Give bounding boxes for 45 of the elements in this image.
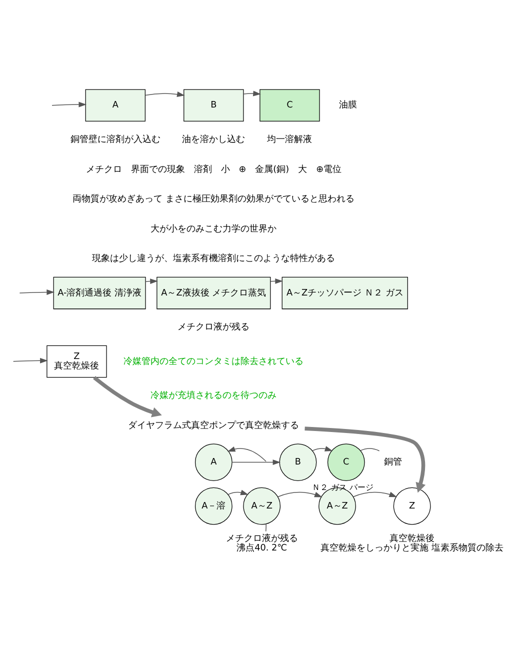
node-box: A～Z液抜後 メチクロ蒸気: [156, 276, 271, 310]
node-label: 真空乾燥をしっかりと実施 塩素系物質の除去: [320, 544, 504, 554]
node-label: 油を溶かし込む: [182, 134, 246, 145]
arrow: [145, 278, 158, 284]
node-box: Z 真空乾燥後: [46, 345, 107, 378]
node-box: A～Zチッソパージ Ｎ２ ガス: [282, 276, 408, 310]
node-circle: A－溶: [194, 487, 232, 525]
arrow: [144, 92, 185, 97]
node-label: メチクロ液が残る: [178, 322, 250, 333]
arrow: [278, 492, 322, 498]
node-text: 銅管: [384, 458, 402, 468]
arrow: [352, 492, 398, 498]
label: 両物質が攻めぎあって まさに極圧効果剤の効果がでていると思われる: [72, 194, 355, 205]
node-box: B: [184, 89, 244, 122]
arrow: [304, 426, 426, 493]
connector: [265, 524, 266, 532]
node-box: C: [260, 89, 320, 122]
arrow: [12, 358, 48, 364]
node-circle: C: [327, 444, 365, 481]
arrow: [243, 90, 262, 96]
node-circle: Z: [393, 487, 431, 525]
label: 大が小をのみこむ力学の世界か: [150, 224, 277, 234]
arrow: [19, 290, 55, 295]
arrow: [227, 446, 266, 462]
node-circle: B: [279, 444, 317, 481]
label: 冷媒が充填されるのを待つのみ: [150, 391, 277, 402]
node-label: 均一溶解液: [267, 134, 312, 145]
arrow: [52, 102, 87, 108]
node-box: A: [85, 89, 146, 122]
arrow: [93, 376, 162, 418]
node-text: メチクロ液が残る 沸点40. 2℃: [226, 534, 298, 554]
node-box: A-溶剤通過後 清浄液: [53, 276, 146, 310]
arrow: [228, 490, 248, 496]
label: 油膜: [339, 100, 358, 111]
label: 冷媒管内の全てのコンタミは除去されている: [124, 356, 304, 367]
label: 現象は少し違うが、塩素系有機溶剤にこのような特性がある: [92, 254, 336, 264]
connector: [360, 448, 380, 452]
node-circle: A: [194, 444, 232, 481]
node-label: 真空乾燥後: [390, 534, 435, 544]
arrow: [232, 460, 281, 466]
node-circle: A～Z: [243, 487, 281, 525]
label: メチクロ 界面での現象 溶剤 小 ⊕ 金属(銅) 大 ⊕電位: [86, 164, 342, 175]
arrow: [312, 446, 333, 452]
node-label: 銅管壁に溶剤が入込む: [70, 134, 160, 145]
node-text: ダイヤフラム式真空ポンプで真空乾燥する: [128, 420, 300, 431]
